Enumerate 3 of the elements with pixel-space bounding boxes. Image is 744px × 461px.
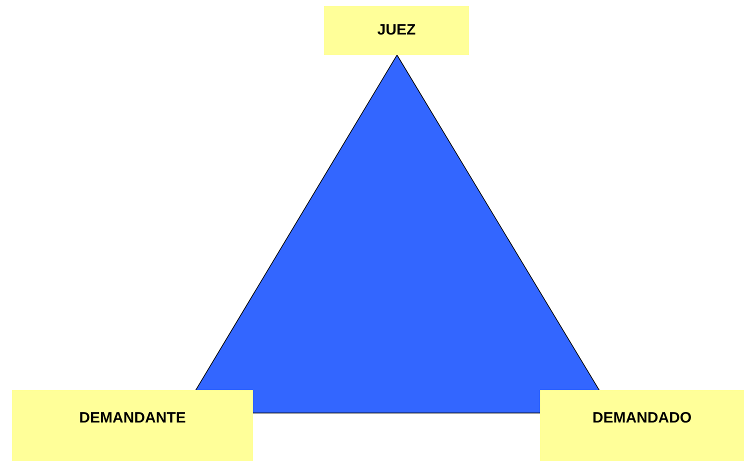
label-box: DEMANDADO	[540, 390, 744, 461]
label-box: JUEZ	[324, 6, 469, 55]
label-box: DEMANDANTE	[12, 390, 253, 461]
